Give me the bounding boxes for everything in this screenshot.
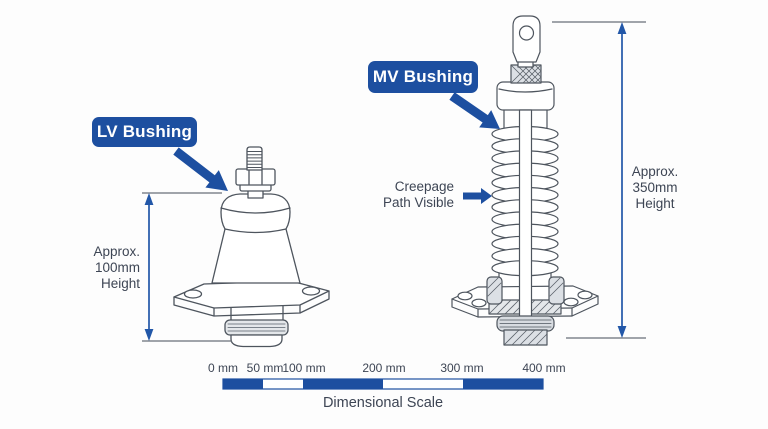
mv-pointer-arrow xyxy=(449,92,500,129)
mv-height-annotation: Approx. 350mm Height xyxy=(631,164,679,211)
scale-tick-0mm: 0 mm xyxy=(208,361,238,375)
mv-dimension-line xyxy=(552,21,646,339)
lv-bushing-drawing xyxy=(173,146,330,348)
scale-tick-300mm: 300 mm xyxy=(440,361,484,375)
scale-bar xyxy=(222,378,544,390)
mv-bushing-drawing xyxy=(451,15,599,346)
lv-bushing-label: LV Bushing xyxy=(92,117,197,147)
lv-height-annotation: Approx. 100mm Height xyxy=(93,244,140,291)
lv-pointer-arrow xyxy=(173,147,228,191)
lv-bushing-label-text: LV Bushing xyxy=(96,122,193,141)
scale-tick-50mm: 50 mm xyxy=(246,361,284,375)
scale-caption: Dimensional Scale xyxy=(322,395,444,411)
scale-tick-100mm: 100 mm xyxy=(282,361,326,375)
scale-tick-200mm: 200 mm xyxy=(362,361,406,375)
scale-tick-400mm: 400 mm xyxy=(522,361,566,375)
lv-dimension-line xyxy=(142,192,232,342)
creepage-arrow xyxy=(463,188,492,204)
creepage-annotation: Creepage Path Visible xyxy=(382,179,454,210)
mv-bushing-label-text: MV Bushing xyxy=(372,67,474,86)
mv-bushing-label: MV Bushing xyxy=(368,61,478,93)
